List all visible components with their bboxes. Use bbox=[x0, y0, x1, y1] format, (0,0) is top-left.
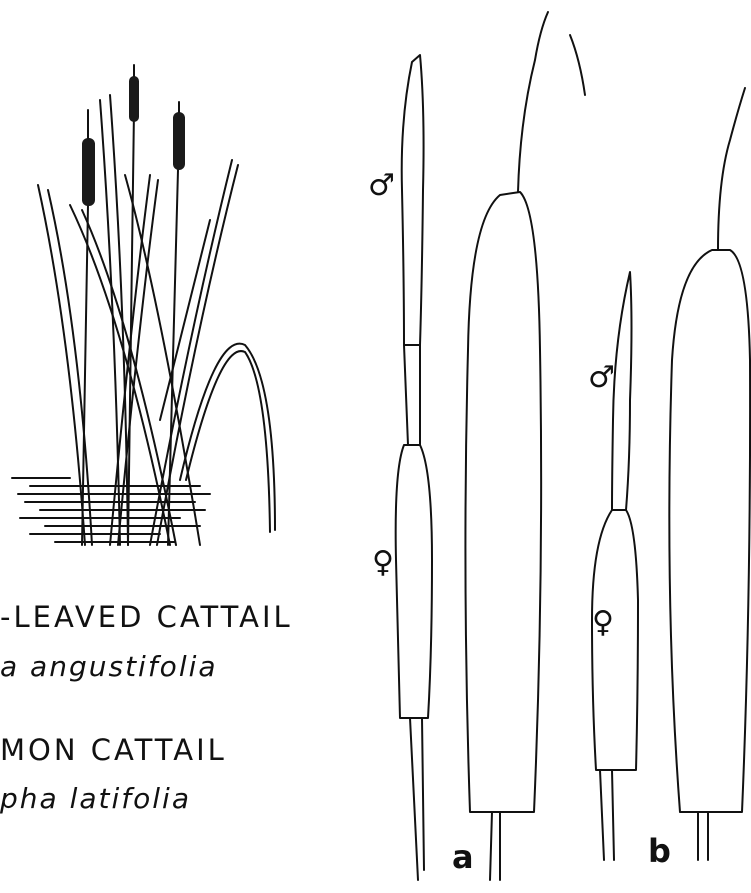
narrow-leaved-common-name: -LEAVED CATTAIL bbox=[0, 600, 293, 634]
female-symbol: ♀ bbox=[592, 605, 614, 640]
habit-sketch bbox=[12, 65, 275, 545]
narrow-leaved-scientific-name: a angustifolia bbox=[0, 650, 218, 683]
flower-spike bbox=[129, 76, 139, 122]
female-symbol: ♀ bbox=[372, 545, 394, 580]
part-label-b: b bbox=[648, 832, 671, 870]
common-cattail-scientific-name: pha latifolia bbox=[0, 782, 191, 815]
flower-spike bbox=[82, 138, 95, 206]
stalk bbox=[128, 110, 134, 545]
part-label-a: a bbox=[452, 838, 474, 876]
male-symbol: ♂ bbox=[588, 360, 615, 395]
flower-spike bbox=[173, 112, 185, 170]
common-cattail-name: MON CATTAIL bbox=[0, 733, 227, 767]
specimen-a bbox=[396, 12, 585, 880]
male-symbol: ♂ bbox=[368, 168, 395, 203]
specimen-b bbox=[592, 88, 750, 860]
